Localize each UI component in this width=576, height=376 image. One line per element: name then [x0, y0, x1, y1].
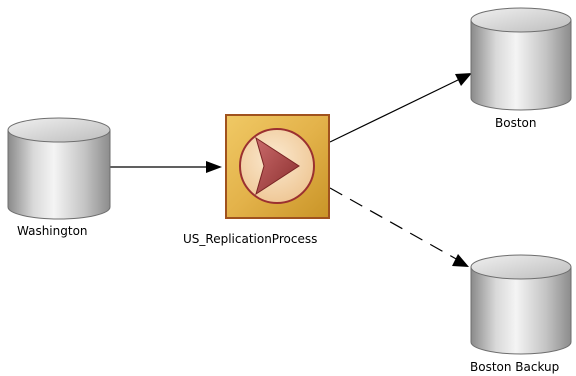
node-washington-database[interactable]: [7, 117, 111, 220]
edge-process-to-boston-backup[interactable]: [329, 187, 469, 267]
washington-label: Washington: [17, 224, 88, 238]
boston-backup-label: Boston Backup: [470, 360, 560, 374]
node-boston-backup-database[interactable]: [470, 254, 572, 355]
node-replication-process[interactable]: [225, 114, 330, 219]
play-arrow-icon: [239, 128, 315, 204]
edge-washington-to-process[interactable]: [110, 161, 222, 173]
edge-process-to-boston[interactable]: [329, 73, 472, 143]
node-boston-database[interactable]: [470, 7, 572, 111]
process-label: US_ReplicationProcess: [183, 232, 318, 246]
boston-label: Boston: [495, 116, 537, 130]
